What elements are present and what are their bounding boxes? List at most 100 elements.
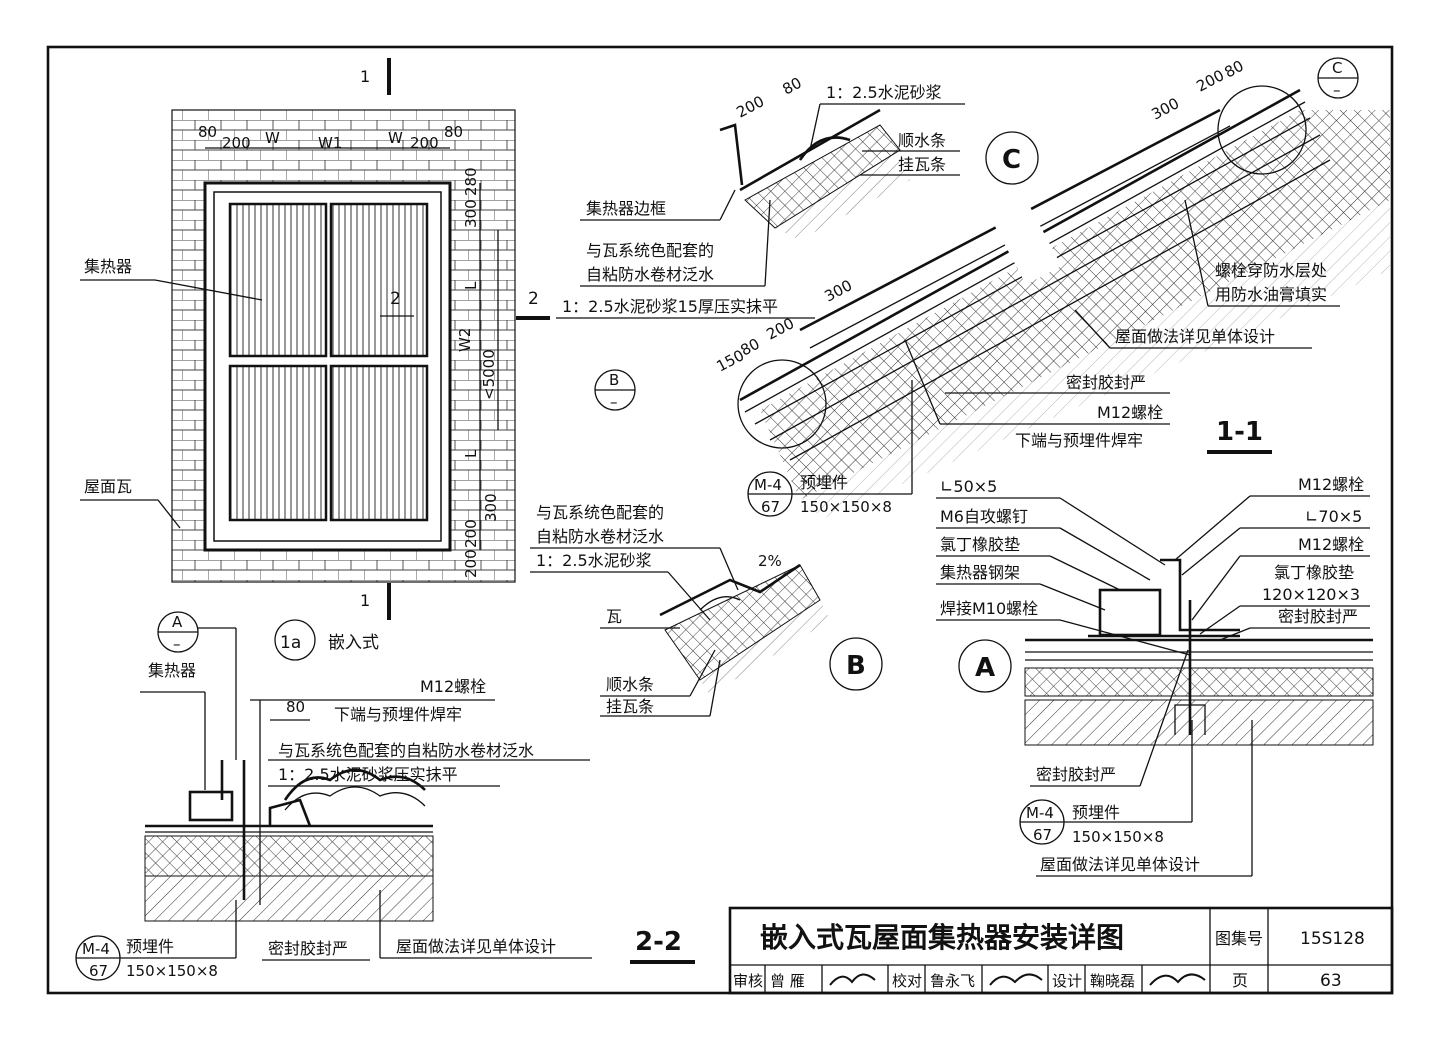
svg-text:80: 80 — [444, 123, 463, 141]
svg-text:屋面做法详见单体设计: 屋面做法详见单体设计 — [1040, 855, 1200, 874]
sheet-border — [46, 45, 1394, 995]
svg-text:M-4: M-4 — [1026, 804, 1054, 822]
svg-text:集热器钢架: 集热器钢架 — [940, 563, 1020, 582]
sheet-title: 嵌入式瓦屋面集热器安装详图 — [760, 921, 1124, 954]
svg-text:1：2.5水泥砂浆: 1：2.5水泥砂浆 — [826, 83, 942, 102]
svg-text:焊接M10螺栓: 焊接M10螺栓 — [940, 599, 1038, 618]
svg-text:120×120×3: 120×120×3 — [1262, 585, 1360, 604]
section-title: 1-1 — [1216, 417, 1263, 447]
svg-text:–: – — [610, 393, 618, 411]
plan-top-dims: 80 200 W W1 W 200 80 — [198, 123, 463, 152]
svg-text:校对: 校对 — [892, 972, 922, 990]
detail-c-title: C — [1002, 145, 1021, 175]
svg-text:W: W — [265, 129, 280, 147]
svg-text:自粘防水卷材泛水: 自粘防水卷材泛水 — [536, 527, 664, 546]
svg-text:15S128: 15S128 — [1300, 929, 1365, 949]
svg-text:–: – — [1333, 81, 1341, 99]
svg-text:W2: W2 — [456, 328, 474, 352]
svg-text:300: 300 — [821, 276, 855, 305]
svg-text:200: 200 — [222, 134, 251, 152]
section-mark: 1 — [360, 67, 370, 86]
svg-text:80: 80 — [286, 698, 305, 716]
svg-text:预埋件: 预埋件 — [800, 473, 848, 492]
detail-b-title: B — [846, 651, 866, 681]
svg-text:∟50×5: ∟50×5 — [940, 477, 997, 496]
svg-text:200: 200 — [733, 92, 767, 121]
svg-text:W1: W1 — [318, 134, 342, 152]
svg-text:密封胶封严: 密封胶封严 — [1278, 607, 1358, 626]
svg-text:67: 67 — [761, 498, 780, 516]
svg-text:1：2.5水泥砂浆: 1：2.5水泥砂浆 — [536, 551, 652, 570]
plan-view-1a: 1 1 2 2 80 200 W W1 W 200 80 280 300 L W… — [80, 58, 550, 661]
collector-panel — [228, 202, 328, 358]
detail-c: C 200 80 1：2.5水泥砂浆 顺水条 挂瓦条 集热器边框 与瓦系统色配套… — [580, 74, 1039, 287]
svg-text:280: 280 — [462, 167, 480, 196]
collector-label: 集热器 — [84, 257, 132, 276]
section-2-2: A – 集热器 M12螺栓 下端与预埋件焊牢 80 与瓦系统色配套的自粘防水卷材… — [75, 611, 695, 981]
callout-a: A — [172, 613, 183, 631]
designer-signature — [1149, 973, 1206, 986]
svg-text:瓦: 瓦 — [606, 607, 622, 626]
svg-text:300: 300 — [482, 493, 500, 522]
svg-text:密封胶封严: 密封胶封严 — [268, 939, 348, 958]
svg-text:200: 200 — [462, 549, 480, 578]
section-2-2-title: 2-2 — [635, 927, 682, 957]
svg-text:200: 200 — [410, 134, 439, 152]
svg-text:300: 300 — [462, 199, 480, 228]
reviewer-signature — [829, 973, 876, 986]
plan-right-dims: 280 300 L W2 <5000 L 300 200 200 — [456, 167, 500, 578]
collector-panel — [228, 364, 328, 522]
svg-text:挂瓦条: 挂瓦条 — [898, 155, 946, 174]
svg-text:图集号: 图集号 — [1215, 929, 1263, 948]
svg-text:M-4: M-4 — [754, 476, 782, 494]
svg-text:下端与预埋件焊牢: 下端与预埋件焊牢 — [1015, 431, 1143, 450]
svg-text:与瓦系统色配套的: 与瓦系统色配套的 — [536, 503, 664, 522]
svg-text:–: – — [173, 635, 181, 653]
svg-text:屋面做法详见单体设计: 屋面做法详见单体设计 — [396, 937, 556, 956]
svg-text:150×150×8: 150×150×8 — [1072, 828, 1164, 846]
svg-text:150×150×8: 150×150×8 — [800, 498, 892, 516]
svg-text:与瓦系统色配套的自粘防水卷材泛水: 与瓦系统色配套的自粘防水卷材泛水 — [278, 741, 534, 760]
svg-text:M6自攻螺钉: M6自攻螺钉 — [940, 507, 1028, 526]
svg-text:300: 300 — [1148, 94, 1182, 123]
svg-text:用防水油膏填实: 用防水油膏填实 — [1215, 285, 1327, 304]
title-block: 嵌入式瓦屋面集热器安装详图 图集号 15S128 页 63 审核 曾 雁 校对 … — [728, 906, 1394, 995]
section-mark: 1 — [360, 591, 370, 610]
svg-text:80: 80 — [198, 123, 217, 141]
detail-a-bottom-labels: 密封胶封严 M-4 67 预埋件 150×150×8 屋面做法详见单体设计 — [1019, 649, 1253, 877]
svg-text:M12螺栓: M12螺栓 — [1298, 535, 1364, 554]
detail-a-left-labels: ∟50×5 M6自攻螺钉 氯丁橡胶垫 集热器钢架 焊接M10螺栓 — [936, 477, 1191, 656]
svg-text:200: 200 — [462, 519, 480, 548]
svg-text:设计: 设计 — [1052, 972, 1082, 990]
svg-text:密封胶封严: 密封胶封严 — [1066, 373, 1146, 392]
svg-text:预埋件: 预埋件 — [1072, 803, 1120, 822]
svg-text:鲁永飞: 鲁永飞 — [930, 972, 975, 990]
svg-text:M12螺栓: M12螺栓 — [1298, 475, 1364, 494]
svg-text:与瓦系统色配套的: 与瓦系统色配套的 — [586, 241, 714, 260]
svg-text:67: 67 — [89, 962, 108, 980]
svg-text:鞠晓磊: 鞠晓磊 — [1090, 972, 1135, 990]
callout-c: C — [1332, 59, 1342, 77]
svg-text:密封胶封严: 密封胶封严 — [1036, 765, 1116, 784]
svg-text:M-4: M-4 — [82, 940, 110, 958]
svg-text:曾 雁: 曾 雁 — [770, 972, 805, 990]
svg-text:顺水条: 顺水条 — [898, 131, 946, 150]
mortar-flat-label: 1：2.5水泥砂浆15厚压实抹平 — [562, 297, 778, 316]
view-no: 1a — [280, 633, 301, 653]
svg-text:80: 80 — [779, 74, 804, 99]
svg-text:63: 63 — [1320, 971, 1342, 991]
svg-text:67: 67 — [1033, 826, 1052, 844]
detail-a-title: A — [975, 653, 995, 683]
svg-text:挂瓦条: 挂瓦条 — [606, 697, 654, 716]
svg-text:自粘防水卷材泛水: 自粘防水卷材泛水 — [586, 265, 714, 284]
svg-text:150×150×8: 150×150×8 — [126, 962, 218, 980]
svg-text:∟70×5: ∟70×5 — [1305, 507, 1362, 526]
svg-text:200: 200 — [1193, 66, 1227, 95]
svg-text:下端与预埋件焊牢: 下端与预埋件焊牢 — [334, 705, 462, 724]
collector-panel — [329, 364, 429, 522]
collector-label-2-2: 集热器 — [148, 661, 196, 680]
svg-text:页: 页 — [1232, 971, 1248, 990]
svg-text:预埋件: 预埋件 — [126, 937, 174, 956]
checker-signature — [989, 973, 1043, 986]
